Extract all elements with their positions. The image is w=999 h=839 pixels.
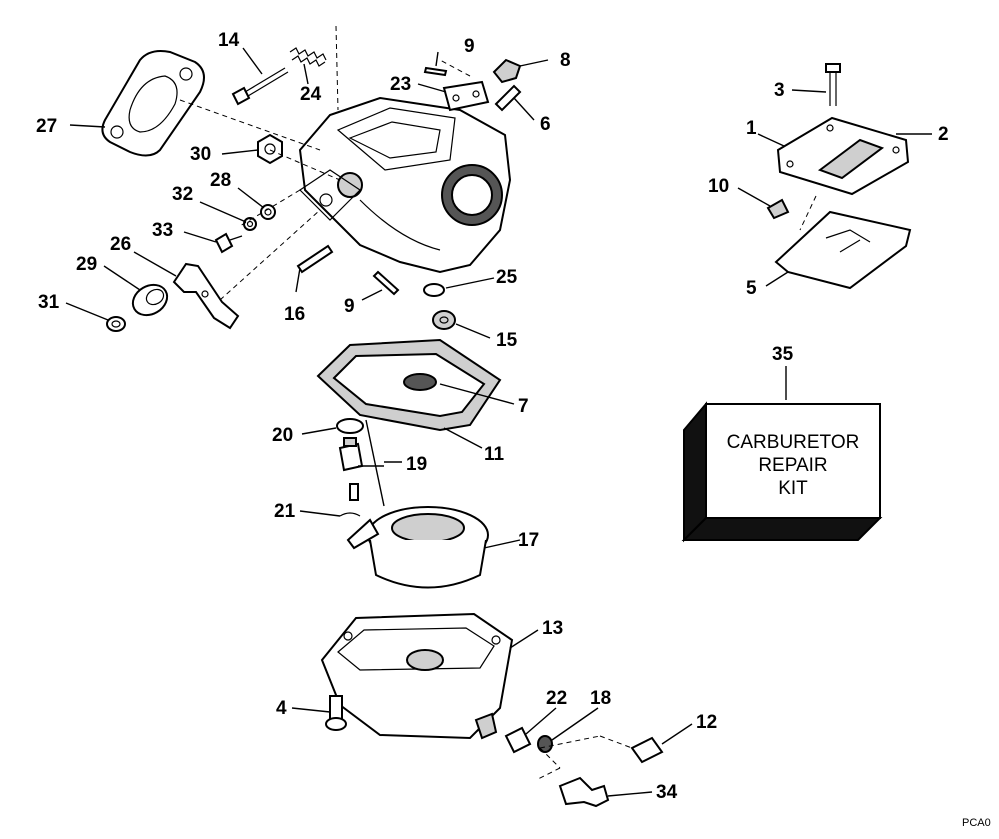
- part-18-gasket: [537, 735, 553, 753]
- part-9-pin-low: [372, 270, 400, 296]
- callout-labels: 1 2 3 4 5 6 7 8 9 9 10 11 12 13 14 15 16…: [36, 30, 949, 803]
- callout-26: 26: [110, 234, 131, 255]
- callout-2: 2: [938, 124, 949, 145]
- callout-20: 20: [272, 425, 293, 446]
- leader-lines: [65, 47, 932, 797]
- callout-16: 16: [284, 304, 305, 325]
- callout-30: 30: [190, 144, 211, 165]
- kit-label-line-3: KIT: [778, 478, 808, 499]
- callout-19: 19: [406, 454, 427, 475]
- part-12-screw: [630, 736, 664, 764]
- callout-22: 22: [546, 688, 567, 709]
- callout-9-top: 9: [464, 36, 475, 57]
- part-4-screw: [325, 695, 347, 731]
- callout-8: 8: [560, 50, 571, 71]
- callout-34: 34: [656, 782, 678, 803]
- part-1-pump-cover: [776, 116, 910, 196]
- callout-12: 12: [696, 712, 717, 733]
- part-17-float: [346, 506, 489, 589]
- callout-9-low: 9: [344, 296, 355, 317]
- part-28-lockwasher: [260, 204, 276, 220]
- alignment-dashed-lines: [179, 25, 817, 781]
- part-26-lever: [172, 262, 240, 330]
- callout-14: 14: [218, 30, 240, 51]
- kit-label-line-2: REPAIR: [758, 455, 827, 476]
- part-30-nut: [257, 133, 283, 165]
- callout-11: 11: [484, 444, 505, 465]
- part-10-check-valve: [766, 198, 790, 220]
- part-19-needle-valve: [338, 437, 364, 501]
- part-16-screw: [296, 244, 334, 274]
- callout-1: 1: [746, 118, 757, 139]
- part-24-spring: [289, 47, 327, 67]
- callout-3: 3: [774, 80, 785, 101]
- callout-24: 24: [300, 84, 322, 105]
- part-29-roller: [131, 283, 169, 317]
- part-27-flange-gasket: [101, 50, 205, 157]
- callout-21: 21: [274, 501, 296, 522]
- callout-33: 33: [152, 220, 173, 241]
- callout-5: 5: [746, 278, 757, 299]
- part-8-plug: [492, 58, 522, 84]
- part-14-screw: [231, 67, 289, 106]
- callout-4: 4: [276, 698, 287, 719]
- figure-code: PCA0: [962, 817, 991, 829]
- part-23-plate: [442, 80, 490, 112]
- part-13-float-bowl: [320, 612, 514, 740]
- callout-35: 35: [772, 344, 794, 365]
- part-7-gasket: [316, 338, 502, 432]
- kit-label-line-1: CARBURETOR: [727, 432, 860, 453]
- part-3-screw: [825, 63, 841, 106]
- callout-29: 29: [76, 254, 97, 275]
- part-35-repair-kit-box: CARBURETOR REPAIR KIT: [681, 401, 883, 543]
- callout-6: 6: [540, 114, 551, 135]
- part-15-washer: [432, 310, 456, 330]
- part-21-clip: [339, 512, 361, 517]
- part-5-diaphragm: [774, 210, 912, 290]
- callout-25: 25: [496, 267, 518, 288]
- callout-27: 27: [36, 116, 57, 137]
- callout-7: 7: [518, 396, 529, 417]
- callout-18: 18: [590, 688, 611, 709]
- callout-10: 10: [708, 176, 729, 197]
- part-6-screw: [494, 84, 522, 112]
- part-22-plug: [504, 726, 532, 754]
- callout-31: 31: [38, 292, 60, 313]
- callout-17: 17: [518, 530, 539, 551]
- callout-23: 23: [390, 74, 411, 95]
- callout-32: 32: [172, 184, 193, 205]
- callout-15: 15: [496, 330, 518, 351]
- part-34-fitting: [558, 776, 610, 808]
- callout-28: 28: [210, 170, 231, 191]
- part-31-ring: [106, 316, 126, 332]
- callout-13: 13: [542, 618, 563, 639]
- part-33-screw: [214, 232, 243, 254]
- part-9-pin-top: [423, 66, 448, 77]
- part-25-ring: [423, 283, 445, 297]
- part-carburetor-body: [298, 96, 512, 274]
- part-20-ring: [336, 418, 364, 434]
